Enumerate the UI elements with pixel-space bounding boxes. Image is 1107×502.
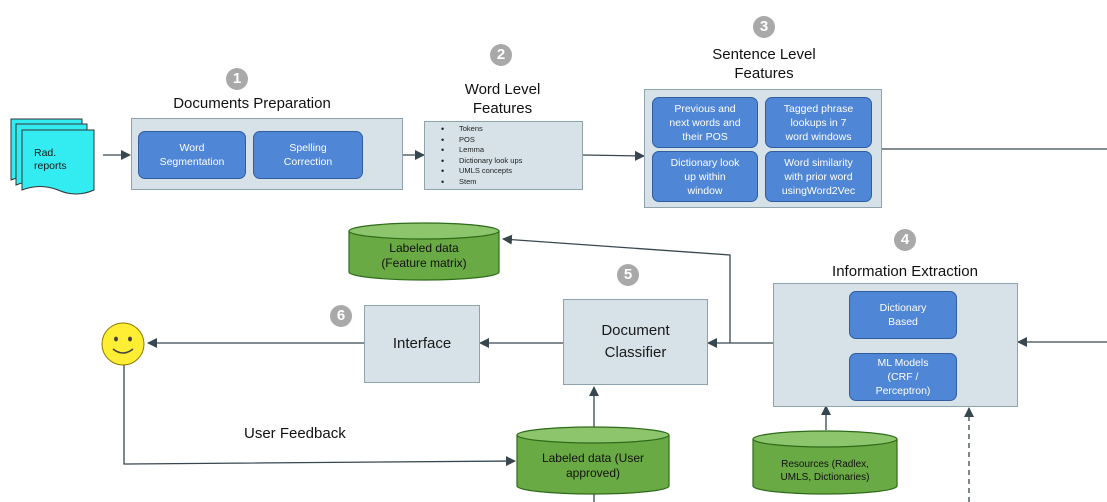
arrow-word-to-sentence: [582, 150, 645, 161]
word-similarity-line1: Word similarity: [784, 156, 853, 169]
prev-next-line2: next words and: [669, 116, 741, 129]
dict-lookup-line1: Dictionary look: [670, 156, 740, 169]
ml-models-line1: ML Models: [877, 357, 929, 369]
rad-reports-label-line1: Rad.: [34, 147, 57, 159]
user-feedback-label: User Feedback: [244, 425, 346, 442]
arrow-user-feedback: [123, 364, 516, 467]
word-similarity-line2: with prior word: [784, 170, 853, 183]
ml-models-box: ML Models (CRF / Perceptron): [849, 353, 957, 401]
labeled-feature-line1: Labeled data: [389, 241, 459, 255]
resources-line1: Resources (Radlex,: [781, 459, 869, 470]
word-level-features-title-line2: Features: [472, 100, 533, 117]
dict-lookup-line3: window: [687, 184, 723, 197]
word-segmentation-line1: Word: [179, 142, 205, 154]
spelling-correction-line1: Spelling: [289, 142, 327, 154]
ml-models-line3: Perceptron): [875, 385, 931, 397]
resources-label: Resources (Radlex, UMLS, Dictionaries): [753, 458, 897, 484]
interface-label: Interface: [392, 335, 452, 352]
rad-reports-label: Rad. reports: [34, 147, 67, 173]
resources-line2: UMLS, Dictionaries): [780, 472, 870, 483]
labeled-feature-line2: (Feature matrix): [381, 256, 467, 270]
word-feature-item: Dictionary look ups: [441, 156, 582, 167]
tagged-phrase-line3: word windows: [785, 130, 852, 143]
documents-preparation-title: Documents Preparation: [173, 95, 331, 112]
arrow-to-labeled-feature: [502, 234, 731, 343]
step-2-badge: 2: [490, 44, 512, 66]
dictionary-based-line2: Based: [888, 316, 918, 328]
prev-next-line1: Previous and: [674, 102, 736, 115]
dict-lookup-line2: up within: [684, 170, 726, 183]
word-feature-item: UMLS concepts: [441, 166, 582, 177]
word-feature-item: POS: [441, 135, 582, 146]
labeled-user-line1: Labeled data (User: [541, 451, 645, 465]
prev-next-line3: their POS: [682, 130, 728, 143]
labeled-user-label: Labeled data (User approved): [517, 451, 669, 481]
word-level-features-title: Word Level Features: [435, 80, 570, 118]
step-1-badge: 1: [226, 68, 248, 90]
spelling-correction-line2: Correction: [283, 156, 333, 168]
document-classifier-line1: Document: [601, 322, 670, 339]
step-5-badge: 5: [617, 264, 639, 286]
labeled-data-feature-matrix-cylinder: [348, 222, 500, 281]
dictionary-based-line1: Dictionary: [879, 302, 927, 314]
sentence-level-features-title-line1: Sentence Level: [712, 46, 816, 63]
labeled-user-line2: approved): [565, 466, 621, 480]
sentence-level-features-title-line2: Features: [734, 65, 794, 82]
rad-reports-document-stack: [10, 118, 95, 195]
word-level-features-title-line1: Word Level: [464, 81, 541, 98]
step-6-badge: 6: [330, 305, 352, 327]
step-3-badge: 3: [753, 16, 775, 38]
word-segmentation-line2: Segmentation: [159, 156, 225, 168]
step-4-badge: 4: [894, 229, 916, 251]
word-level-features-panel: Tokens POS Lemma Dictionary look ups UML…: [424, 121, 583, 190]
sentence-level-features-title: Sentence Level Features: [690, 45, 838, 83]
rad-reports-label-line2: reports: [34, 160, 67, 172]
labeled-data-user-approved-cylinder: [516, 426, 670, 495]
word-feature-item: Tokens: [441, 124, 582, 135]
word-feature-item: Lemma: [441, 145, 582, 156]
ml-models-line2: (CRF /: [887, 371, 919, 383]
user-smiley-icon: [101, 322, 145, 366]
tagged-phrase-line2: lookups in 7: [790, 116, 847, 129]
word-similarity-line3: usingWord2Vec: [781, 184, 856, 197]
labeled-feature-label: Labeled data (Feature matrix): [349, 241, 499, 271]
word-features-list: Tokens POS Lemma Dictionary look ups UML…: [425, 124, 582, 187]
resources-cylinder: [752, 430, 898, 495]
document-classifier-line2: Classifier: [604, 344, 667, 361]
interface-box: Interface: [364, 305, 480, 383]
tagged-phrase-line1: Tagged phrase: [783, 102, 854, 115]
information-extraction-title: Information Extraction: [832, 263, 978, 280]
word-feature-item: Stem: [441, 177, 582, 188]
